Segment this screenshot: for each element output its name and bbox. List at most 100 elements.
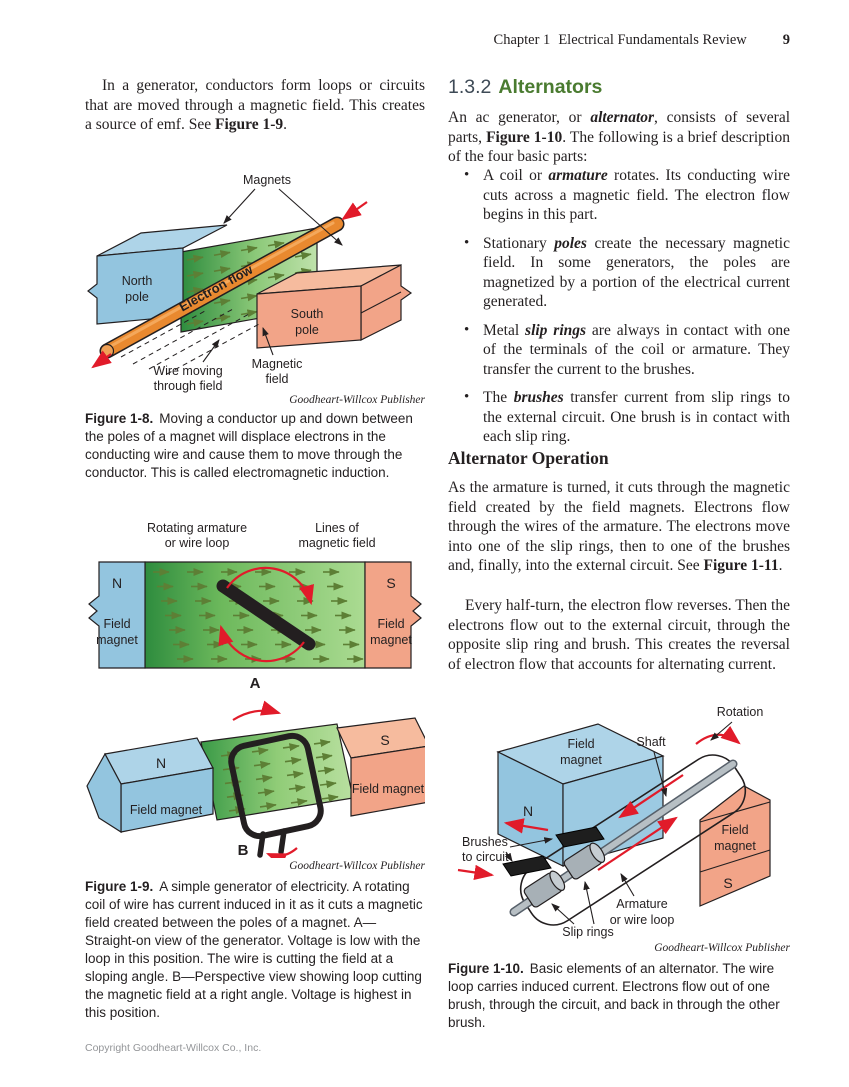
figure-1-10-diagram: Field magnet N Field magnet S <box>457 705 771 939</box>
south-pole-label: South <box>291 307 324 321</box>
current-arrow-down <box>618 774 684 819</box>
page-number: 9 <box>782 32 790 48</box>
subfigure-b-label: B <box>238 842 249 858</box>
wire-moving-pointer <box>202 339 220 363</box>
rotation-arc-top <box>226 566 314 606</box>
alternator-term: alternator <box>590 109 655 126</box>
field-magnet-s-label: Field <box>721 823 748 837</box>
current-arrow-up <box>597 816 678 871</box>
svg-text:pole: pole <box>295 323 319 337</box>
field-arrows <box>220 739 339 815</box>
alternator-parts-list: A coil or armature rotates. Its conducti… <box>448 166 790 456</box>
svg-text:or wire loop: or wire loop <box>610 913 675 927</box>
wire-loop <box>228 732 324 858</box>
brushes-pointer <box>509 837 554 848</box>
wire-moving-label: Wire moving <box>153 364 223 378</box>
shaft-pointer <box>653 751 668 798</box>
slip-ring <box>563 842 606 880</box>
svg-text:to circuit: to circuit <box>462 850 509 864</box>
figure-1-10-caption: Figure 1-10.Basic elements of an alterna… <box>448 961 780 1030</box>
alternator-intro-paragraph: An ac generator, or alternator, consists… <box>448 109 791 165</box>
rotation-arc-bottom <box>218 624 305 663</box>
magnets-pointer-right <box>278 188 343 246</box>
svg-text:through field: through field <box>154 379 223 393</box>
figure-1-8-caption: Figure 1-8.Moving a conductor up and dow… <box>85 411 413 480</box>
operation-heading: Alternator Operation <box>448 448 609 468</box>
rotation-arc <box>695 725 741 745</box>
armature-bar <box>216 579 316 651</box>
figure-1-10-credit: Goodheart-Willcox Publisher <box>654 942 790 954</box>
s-label: S <box>380 732 389 748</box>
n-field-magnet: N Field magnet <box>86 737 214 834</box>
armature-pointer <box>620 873 635 897</box>
n-label: N <box>156 755 166 771</box>
brushes-label: Brushes <box>462 835 508 849</box>
brush <box>502 855 552 877</box>
figure-1-9a-diagram: Rotating armature or wire loop Lines of … <box>88 521 422 692</box>
svg-text:Field: Field <box>103 617 130 631</box>
operation-paragraph-2: Every half-turn, the electron flow rever… <box>448 597 790 673</box>
slip-rings-pointer <box>583 880 595 925</box>
left-column: In a generator, conductors form loops or… <box>85 70 425 1070</box>
field-lines-label: Lines of <box>315 521 359 535</box>
rotation-pointer <box>710 721 733 741</box>
armature-label: Armature <box>616 897 667 911</box>
s-field-magnet <box>364 561 422 669</box>
figure-1-11-reference: Figure 1-11 <box>703 557 779 574</box>
north-pole-label: North <box>122 274 153 288</box>
n-label: N <box>112 575 122 591</box>
n-label: N <box>523 803 533 819</box>
rotation-label: Rotation <box>717 705 764 719</box>
figure-1-10-reference: Figure 1-10 <box>486 128 563 146</box>
list-item: Stationary poles create the necessary ma… <box>462 234 790 312</box>
slip-ring <box>523 870 566 908</box>
current-arrow-in <box>457 864 495 881</box>
rotating-armature-label: Rotating armature <box>147 521 247 535</box>
north-pole-magnet: North pole <box>87 224 228 325</box>
figure-1-8-diagram: North pole South pole <box>87 173 413 393</box>
subfigure-a-label: A <box>250 675 261 692</box>
list-item: The brushes transfer current from slip r… <box>462 388 790 447</box>
list-item: Metal slip rings are always in contact w… <box>462 321 790 380</box>
svg-text:magnet: magnet <box>560 753 602 767</box>
current-arrow-out <box>503 818 549 834</box>
field-magnet-n-label: Field <box>567 737 594 751</box>
svg-text:magnet: magnet <box>96 633 138 647</box>
slip-rings-label: Slip rings <box>562 925 613 939</box>
chapter-number: Chapter 1 <box>493 32 551 48</box>
rotation-arrow-top <box>232 700 282 721</box>
magnetic-field-pointer <box>262 326 274 356</box>
svg-text:Field: Field <box>377 617 404 631</box>
slip-rings-pointer <box>551 903 575 925</box>
field-magnet-right-label: Field magnet <box>352 782 425 796</box>
svg-text:magnet: magnet <box>370 633 412 647</box>
svg-text:magnet: magnet <box>714 839 756 853</box>
svg-text:or wire loop: or wire loop <box>165 536 230 550</box>
section-heading: 1.3.2 Alternators <box>448 76 602 99</box>
brushes-pointer <box>504 851 513 862</box>
running-head: Chapter 1 Electrical Fundamentals Review… <box>448 32 790 49</box>
magnets-pointer-left <box>223 188 256 224</box>
s-field-magnet: S Field magnet <box>336 717 425 817</box>
figure-1-9-reference: Figure 1-9 <box>214 116 284 133</box>
figure-1-8-credit: Goodheart-Willcox Publisher <box>289 394 425 406</box>
figure-1-9-caption: Figure 1-9.A simple generator of electri… <box>85 879 423 1020</box>
section-number: 1.3.2 <box>448 76 492 98</box>
brush <box>555 826 605 848</box>
armature-loop <box>519 754 747 926</box>
s-field-magnet: Field magnet S <box>699 785 771 907</box>
chapter-title: Electrical Fundamentals Review <box>558 32 747 48</box>
operation-paragraph-1: As the armature is turned, it cuts throu… <box>448 479 790 574</box>
field-magnet-left-label: Field magnet <box>130 803 203 817</box>
svg-text:pole: pole <box>125 290 149 304</box>
red-arrow-bottom <box>91 350 112 369</box>
red-arrow-top <box>341 201 368 221</box>
figure-1-9b-diagram: N Field magnet S Field magnet B <box>86 700 425 858</box>
shaft-label: Shaft <box>636 735 666 749</box>
n-field-magnet <box>88 561 146 669</box>
copyright-line: Copyright Goodheart-Willcox Co., Inc. <box>85 1042 262 1054</box>
motion-dashes <box>120 308 262 375</box>
magnets-label: Magnets <box>243 173 291 187</box>
section-title: Alternators <box>498 76 603 98</box>
